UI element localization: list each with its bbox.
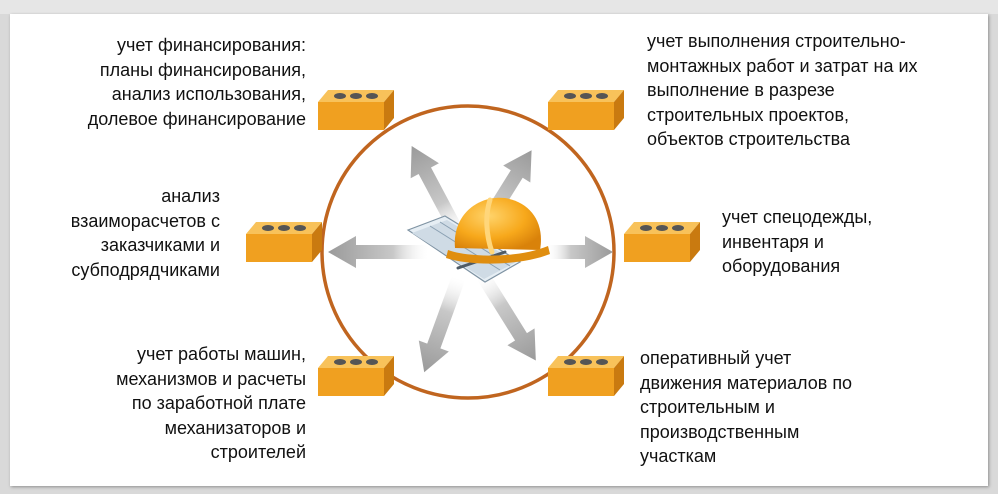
- arrow-to-materials: [476, 272, 536, 361]
- label-workwear: учет спецодежды, инвентаря и оборудовани…: [722, 207, 873, 276]
- arrow-to-settlements: [328, 236, 428, 268]
- hard-hat-on-blueprint-icon: [406, 197, 550, 283]
- arrow-to-financing: [410, 146, 465, 238]
- brick-icon: [318, 356, 394, 396]
- brick-icon: [624, 222, 700, 262]
- brick-icon: [318, 90, 394, 130]
- brick-icon: [548, 90, 624, 130]
- brick-icon: [246, 222, 322, 262]
- label-machines: учет работы машин, механизмов и расчеты …: [116, 344, 306, 462]
- arrow-to-machines: [418, 275, 466, 373]
- brick-icon: [548, 356, 624, 396]
- label-construction: учет выполнения строительно- монтажных р…: [647, 31, 918, 149]
- arrow-to-workwear: [548, 236, 613, 268]
- label-settlements: анализ взаиморасчетов с заказчиками и су…: [70, 186, 220, 280]
- hub-circle: [320, 104, 616, 400]
- label-materials: оперативный учет движения материалов по …: [640, 348, 853, 466]
- label-financing: учет финансирования: планы финансировани…: [87, 35, 306, 129]
- top-strip: [0, 0, 998, 14]
